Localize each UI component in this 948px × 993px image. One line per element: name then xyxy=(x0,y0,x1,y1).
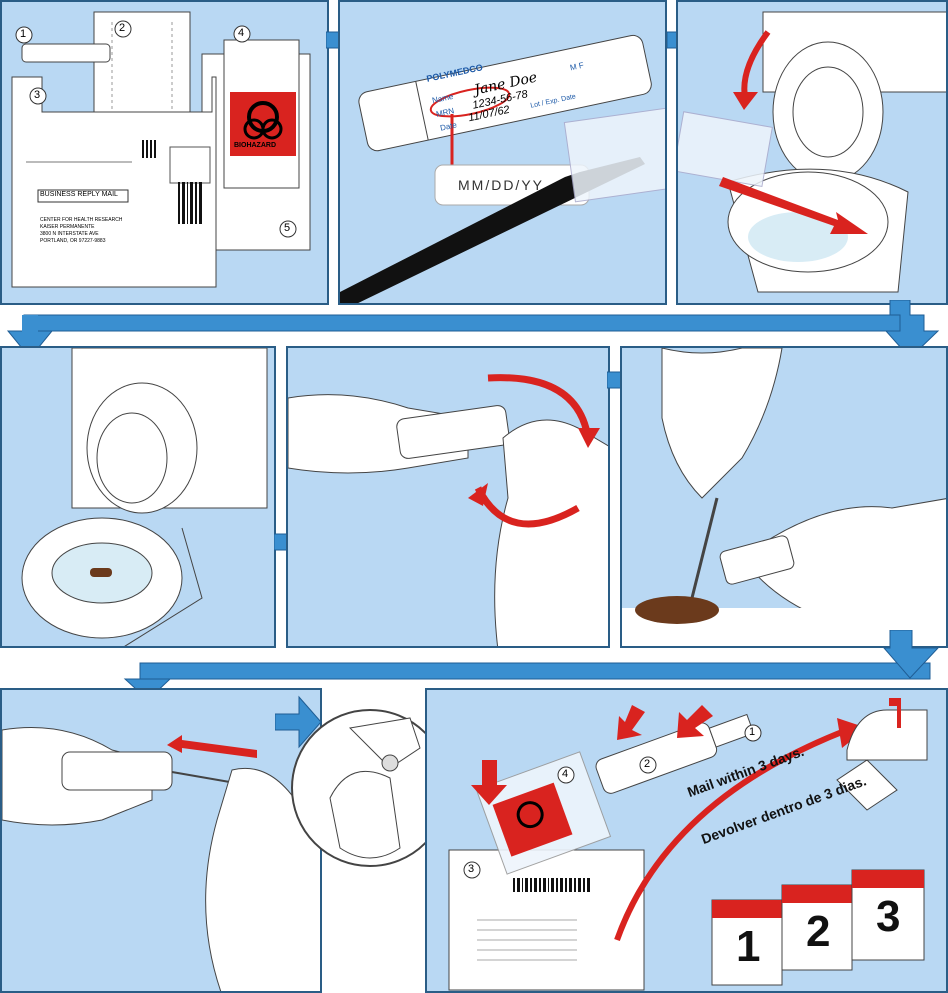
panel-step-3-toilet-paper xyxy=(676,0,948,305)
magnifier-detail xyxy=(291,709,449,867)
item-number-3: 3 xyxy=(34,89,41,101)
item-number-5: 5 xyxy=(284,222,291,234)
address-line: PORTLAND, OR 97227-9883 xyxy=(40,238,106,244)
panel-step-1-kit-contents: 1 2 3 4 5 BIOHAZARD BUSINESS REPLY MAIL … xyxy=(0,0,329,305)
item-number-2: 2 xyxy=(119,22,126,34)
calendar-day-2: 2 xyxy=(806,907,831,956)
address-line: KAISER PERMANENTE xyxy=(40,224,95,230)
calendar-day-3: 3 xyxy=(876,892,901,941)
item-number-1: 1 xyxy=(749,726,756,738)
panel-step-7-insert-stick xyxy=(0,688,322,993)
panel-step-5-open-tube xyxy=(286,346,610,648)
step-arrow-3-4 xyxy=(6,300,940,359)
biohazard-label: BIOHAZARD xyxy=(234,142,276,149)
address-line: 3800 N INTERSTATE AVE xyxy=(40,231,99,237)
item-number-4: 4 xyxy=(238,27,245,39)
envelope-address: CENTER FOR HEALTH RESEARCH KAISER PERMAN… xyxy=(40,217,122,245)
item-number-4: 4 xyxy=(562,768,569,780)
item-number-3: 3 xyxy=(468,863,475,875)
panel-step-9-mail: 1 2 4 3 Mail within 3 days. Devolver den… xyxy=(425,688,948,993)
step-arrow-7-8 xyxy=(275,695,322,749)
panel-step-4-paper-in-toilet xyxy=(0,346,276,648)
reply-mail-label: BUSINESS REPLY MAIL xyxy=(40,191,118,198)
item-number-2: 2 xyxy=(644,758,651,770)
panel-step-6-sample-stool xyxy=(620,346,948,648)
calendar-day-1: 1 xyxy=(736,922,761,971)
panel-step-2-label-tube: POLYMEDCO Name Jane Doe M F MRN 1234-56-… xyxy=(338,0,667,305)
address-line: CENTER FOR HEALTH RESEARCH xyxy=(40,217,123,223)
date-format-hint: MM/DD/YY xyxy=(458,177,544,193)
step-arrow-6-7 xyxy=(123,630,940,700)
item-number-1: 1 xyxy=(20,28,27,40)
